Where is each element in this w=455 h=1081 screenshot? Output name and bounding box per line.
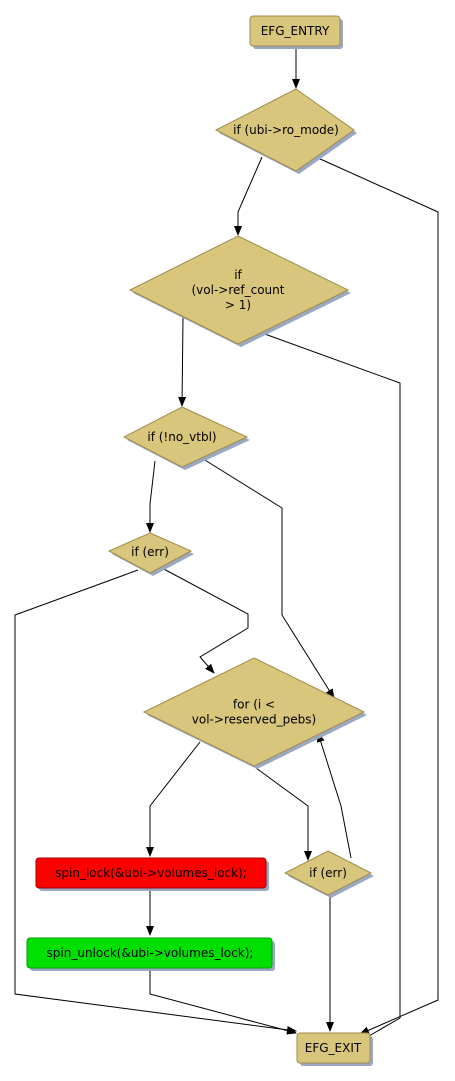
err2-line-1: if (err) <box>309 866 347 880</box>
edges <box>14 47 439 1041</box>
ref-count-line-2: (vol->ref_count <box>192 283 285 297</box>
edge-err1-to-for-loop <box>159 566 249 674</box>
node-if-err-1: if (err) <box>107 532 194 576</box>
spin-unlock-line-1: spin_unlock(&ubi->volumes_lock); <box>47 946 254 960</box>
node-if-err-2: if (err) <box>283 850 374 898</box>
spin-lock-line-1: spin_lock(&ubi->volumes_lock); <box>55 866 247 880</box>
node-if-no-vtbl-label: if (!no_vtbl) <box>147 430 216 444</box>
edge-for-loop-to-err2 <box>255 767 312 861</box>
node-if-no-vtbl: if (!no_vtbl) <box>122 406 250 470</box>
edge-for-loop-to-spin-lock <box>146 741 201 857</box>
node-spin-lock-label: spin_lock(&ubi->volumes_lock); <box>55 866 247 880</box>
edge-err1-to-exit <box>14 569 297 1034</box>
edge-ro-mode-to-ref-count <box>234 156 263 236</box>
for-loop-line-2: vol->reserved_pebs) <box>192 712 316 726</box>
node-efg-exit: EFG_EXIT <box>296 1032 373 1066</box>
node-if-ro-mode: if (ubi->ro_mode) <box>214 88 357 174</box>
node-if-ref-count: if(vol->ref_count> 1) <box>128 235 351 347</box>
edge-ro-mode-to-exit <box>317 157 439 1035</box>
edge-no-vtbl-to-for-loop <box>199 456 335 699</box>
node-if-err-2-label: if (err) <box>309 866 347 880</box>
node-spin-unlock-label: spin_unlock(&ubi->volumes_lock); <box>47 946 254 960</box>
node-for-loop-label: for (i <vol->reserved_pebs) <box>192 697 316 726</box>
no-vtbl-line-1: if (!no_vtbl) <box>147 430 216 444</box>
node-spin-unlock: spin_unlock(&ubi->volumes_lock); <box>26 937 275 971</box>
edge-err2-to-for-loop <box>316 732 352 859</box>
nodes: EFG_ENTRY if (ubi->ro_mode) if(vol->ref_… <box>26 15 374 1066</box>
node-if-err-1-label: if (err) <box>131 545 169 559</box>
node-efg-entry: EFG_ENTRY <box>249 15 343 49</box>
for-loop-line-1: for (i < <box>233 697 275 711</box>
node-efg-entry-label: EFG_ENTRY <box>261 24 330 38</box>
node-spin-lock: spin_lock(&ubi->volumes_lock); <box>35 857 269 891</box>
exit-line-1: EFG_EXIT <box>305 1041 362 1055</box>
node-efg-exit-label: EFG_EXIT <box>305 1041 362 1055</box>
edge-ref-count-to-exit <box>261 332 401 1041</box>
edge-spin-unlock-to-exit <box>149 969 297 1035</box>
node-for-loop: for (i <vol->reserved_pebs) <box>142 657 367 769</box>
node-if-ref-count-label: if(vol->ref_count> 1) <box>192 268 285 312</box>
err1-line-1: if (err) <box>131 545 169 559</box>
edge-no-vtbl-to-err1 <box>146 460 156 533</box>
ro-mode-line-1: if (ubi->ro_mode) <box>233 123 339 137</box>
entry-line-1: EFG_ENTRY <box>261 24 330 38</box>
edge-ref-count-to-no-vtbl <box>178 317 187 407</box>
node-if-ro-mode-label: if (ubi->ro_mode) <box>233 123 339 137</box>
ref-count-line-1: if <box>234 268 242 282</box>
ref-count-line-3: > 1) <box>225 298 251 312</box>
